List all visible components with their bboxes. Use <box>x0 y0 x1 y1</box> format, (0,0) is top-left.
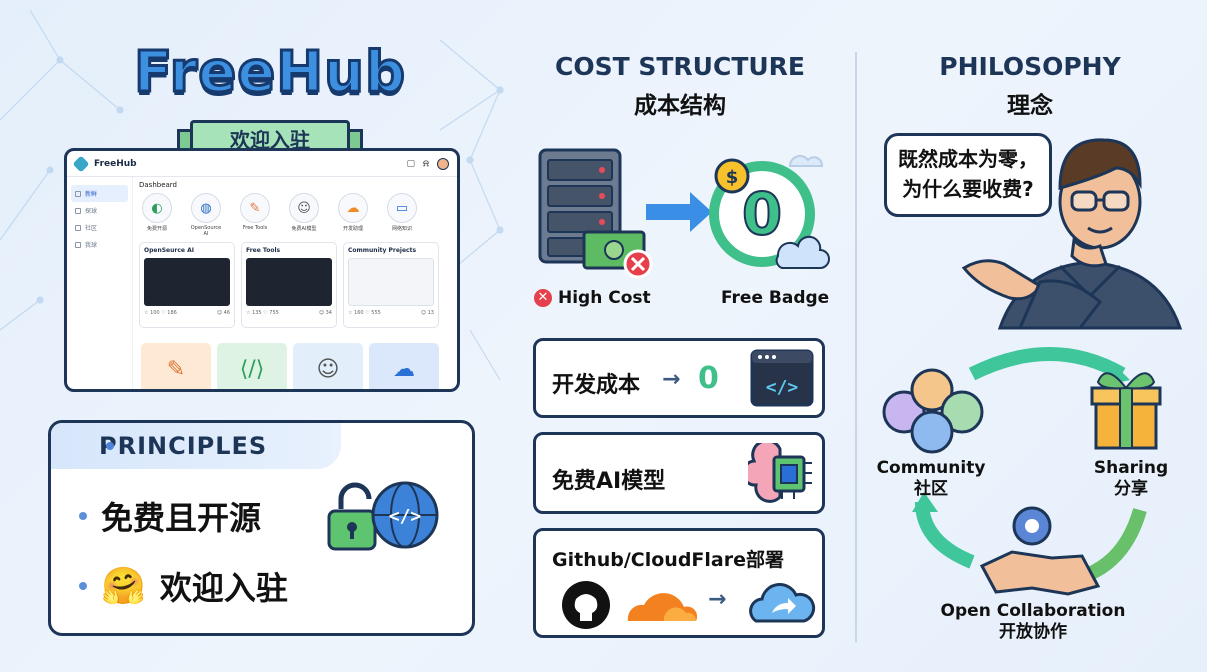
dev-cost-arrow: → <box>662 367 681 392</box>
principles-card: PRINCIPLES 免费且开源 🤗欢迎入驻 </> <box>48 420 475 636</box>
card-screenshot <box>144 258 230 306</box>
x-circle-icon: ✕ <box>534 289 552 307</box>
bell-icon[interactable]: ⍾ <box>423 158 429 169</box>
cloud-icon <box>788 155 824 167</box>
collaboration-label: Open Collaboration 开放协作 <box>940 601 1126 642</box>
bullet-icon <box>79 512 87 520</box>
cloud-deploy-icon <box>749 583 816 623</box>
cost-subtitle: 成本结构 <box>634 93 726 119</box>
sidebar-item-community[interactable]: 社区 <box>67 219 132 236</box>
principle-item: 免费且开源 <box>79 493 261 539</box>
robot-tile-icon[interactable]: ☺ <box>293 343 363 389</box>
home-icon <box>75 190 81 197</box>
hug-emoji-icon: 🤗 <box>101 566 146 607</box>
arrow-right-icon <box>646 192 712 232</box>
community-label: Community 社区 <box>876 458 986 499</box>
ai-brain-chip-icon <box>748 443 812 503</box>
sync-cloud-icon <box>775 235 830 269</box>
deploy-box: Github/CloudFlare部署 → <box>533 528 825 638</box>
project-cards: OpenSeurce AI ☆ 100 ♡ 186☺ 46 Free Tools… <box>139 242 451 328</box>
ai-model-box: 免费AI模型 <box>533 432 825 514</box>
app-sidebar: 新鲜 探球 社区 我球 <box>67 177 133 389</box>
project-card[interactable]: Community Prejects ☆ 160 ♡ 555☺ 13 <box>343 242 439 328</box>
brush-tile-icon[interactable]: ✎ <box>141 343 211 389</box>
sidebar-item-mine[interactable]: 我球 <box>67 236 132 253</box>
section-divider <box>855 52 857 642</box>
community-avatars-icon <box>882 368 984 454</box>
sharing-label: Sharing 分享 <box>1093 458 1169 499</box>
freehub-logo-icon <box>72 155 90 172</box>
explore-icon <box>75 207 81 214</box>
cost-illustration: 0 $ <box>538 148 830 279</box>
card-screenshot <box>246 258 332 306</box>
robot-icon: ☺ <box>289 193 319 223</box>
dev-cost-value: 0 <box>698 361 719 396</box>
code-window-icon: </> <box>750 349 814 407</box>
philosophy-title: PHILOSOPHY <box>939 52 1121 81</box>
high-cost-label: ✕ High Cost <box>534 288 651 308</box>
card-screenshot <box>348 258 434 306</box>
card-title: Community Prejects <box>348 247 417 254</box>
svg-text:</>: </> <box>766 377 799 398</box>
cloud-icon: ☁ <box>338 193 368 223</box>
community-icon <box>75 224 81 231</box>
chat-icon[interactable]: ▢ <box>406 158 416 169</box>
feature-tiles: ✎ ⟨/⟩ ☺ ☁ <box>141 343 439 389</box>
deploy-arrow: → <box>708 587 727 612</box>
philosophy-subtitle: 理念 <box>1007 93 1053 119</box>
category-ai-models[interactable]: ☺免费AI模型 <box>286 193 322 237</box>
principles-heading: PRINCIPLES <box>51 423 341 469</box>
github-icon[interactable] <box>560 579 612 631</box>
category-free-tools[interactable]: ✎Free Tools <box>237 193 273 237</box>
cost-title: COST STRUCTURE <box>555 52 805 81</box>
avatar[interactable] <box>437 157 449 170</box>
category-icon-row: ◐免费开源 ◍OpenSource AI ✎Free Tools ☺免费AI模型… <box>139 193 451 237</box>
thinking-man-illustration <box>961 138 1183 330</box>
card-title: Free Tools <box>246 247 281 254</box>
category-web[interactable]: ▭网络知识 <box>384 193 420 237</box>
app-logo-text: FreeHub <box>94 158 137 169</box>
app-main: Dashbeard ◐免费开源 ◍OpenSource AI ✎Free Too… <box>139 179 451 389</box>
dev-cost-label: 开发成本 <box>552 373 641 398</box>
cloud-tile-icon[interactable]: ☁ <box>369 343 439 389</box>
dashboard-title: Dashbeard <box>139 181 178 189</box>
code-tile-icon[interactable]: ⟨/⟩ <box>217 343 287 389</box>
project-card[interactable]: OpenSeurce AI ☆ 100 ♡ 186☺ 46 <box>139 242 235 328</box>
speech-bubble: 既然成本为零， 为什么要收费? <box>884 133 1052 217</box>
open-lock-globe-icon: </> <box>327 481 439 551</box>
user-icon <box>75 241 81 248</box>
svg-text:$: $ <box>726 167 739 188</box>
project-card[interactable]: Free Tools ☆ 135 ♡ 755☺ 34 <box>241 242 337 328</box>
bullet-icon <box>79 582 87 590</box>
deploy-label: Github/CloudFlare部署 <box>552 549 784 571</box>
card-title: OpenSeurce AI <box>144 247 194 254</box>
cloudflare-icon[interactable] <box>624 585 700 625</box>
category-opensource[interactable]: ◐免费开源 <box>139 193 175 237</box>
monitor-icon: ▭ <box>387 193 417 223</box>
category-dev[interactable]: ☁开发助理 <box>335 193 371 237</box>
principle-item: 🤗欢迎入驻 <box>79 563 288 609</box>
coin-icon <box>714 158 750 194</box>
app-topbar: FreeHub ▢ ⍾ <box>67 151 457 177</box>
ai-model-label: 免费AI模型 <box>552 469 666 494</box>
free-badge-label: Free Badge <box>721 288 830 308</box>
brush-icon: ✎ <box>240 193 270 223</box>
category-opensource-ai[interactable]: ◍OpenSource AI <box>188 193 224 237</box>
dev-cost-box: 开发成本 → 0 </> <box>533 338 825 418</box>
arrow-community-to-sharing <box>968 347 1126 381</box>
globe-icon: ◍ <box>191 193 221 223</box>
brand-title: FreeHub <box>132 39 407 107</box>
svg-text:0: 0 <box>742 180 782 248</box>
philosophy-cycle <box>882 347 1162 596</box>
opensource-icon: ◐ <box>142 193 172 223</box>
app-window-mockup: FreeHub ▢ ⍾ 新鲜 探球 社区 我球 Dashbeard ◐免费开源 … <box>64 148 460 392</box>
sidebar-item-explore[interactable]: 探球 <box>67 202 132 219</box>
gift-icon <box>1090 372 1162 450</box>
handshake-icon <box>979 506 1101 596</box>
svg-text:</>: </> <box>389 506 422 527</box>
sidebar-item-home[interactable]: 新鲜 <box>71 185 128 202</box>
